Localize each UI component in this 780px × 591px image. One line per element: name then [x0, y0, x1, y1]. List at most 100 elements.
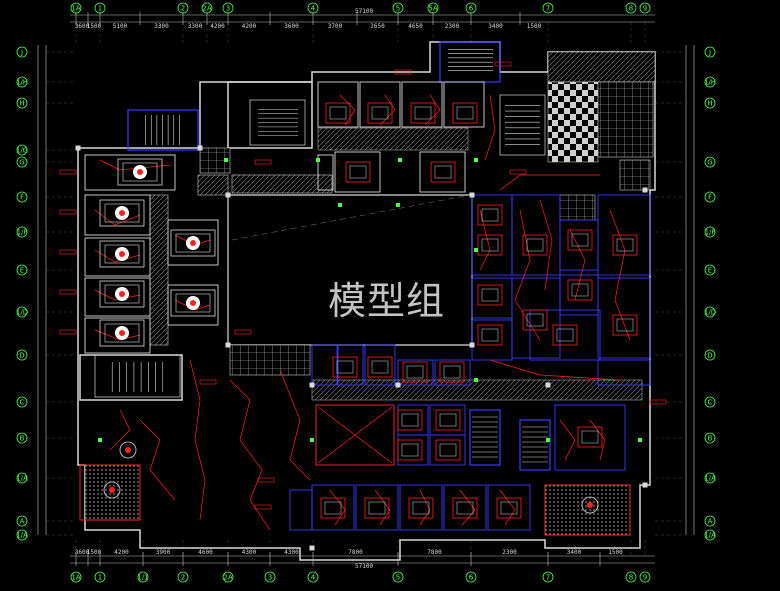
svg-text:3: 3: [226, 4, 230, 12]
wiring-run: [489, 359, 621, 381]
ceiling-light-fixture: [170, 289, 216, 317]
svg-text:8: 8: [629, 4, 633, 12]
column: [197, 145, 203, 151]
recessed-light: [567, 229, 593, 251]
axis-marker-right-3: G: [704, 156, 716, 168]
bottom-dimension-value: 3400: [567, 549, 582, 556]
recessed-light: [332, 356, 358, 378]
recessed-light: [567, 279, 593, 301]
svg-text:1: 1: [98, 4, 102, 12]
wiring-run: [329, 489, 346, 526]
lighting-circuit-wiring: [94, 94, 631, 531]
recessed-light-inner: [401, 413, 419, 427]
recessed-light-inner: [324, 501, 342, 515]
circuit-tag: [59, 249, 77, 255]
wiring-run: [317, 406, 393, 464]
wiring-run: [109, 409, 131, 451]
top-dimension-value: 4200: [210, 23, 225, 30]
axis-marker-left-8: 1/D: [16, 306, 28, 318]
wiring-run: [279, 369, 311, 481]
bottom-dimension-value: 4300: [284, 549, 299, 556]
recessed-light: [408, 497, 434, 519]
axis-marker-left-10: C: [16, 396, 28, 408]
svg-text:G: G: [707, 158, 712, 166]
recessed-light: [439, 361, 465, 383]
svg-text:6: 6: [469, 4, 474, 12]
top-dimension-lines: [70, 14, 655, 23]
svg-text:1/1: 1/1: [137, 573, 148, 581]
circuit-tag: [649, 399, 667, 405]
junction-box: [338, 203, 342, 207]
ceiling-light-fixture: [117, 158, 163, 186]
bottom-dimension-value: 4300: [242, 549, 257, 556]
svg-text:A: A: [708, 517, 713, 525]
top-dimension-value: 3300: [188, 23, 203, 30]
column: [309, 545, 315, 551]
junction-box: [396, 203, 400, 207]
recessed-light-inner: [616, 238, 634, 252]
recessed-light: [522, 234, 548, 256]
recessed-light-inner: [616, 318, 634, 332]
recessed-light-inner: [336, 360, 354, 374]
circuit-tag: [59, 289, 77, 295]
svg-text:2: 2: [181, 573, 185, 581]
wiring-run: [569, 229, 586, 301]
bottom-dimension-value: 1500: [87, 549, 102, 556]
recessed-light: [477, 204, 503, 226]
bottom-dimension-value: 2300: [502, 549, 517, 556]
axis-marker-bottom-9: 7: [542, 571, 554, 583]
bottom-dimension-value: 3600: [75, 549, 90, 556]
axis-marker-right-6: E: [704, 264, 716, 276]
svg-text:1: 1: [98, 573, 102, 581]
svg-text:1/A: 1/A: [704, 474, 716, 482]
recessed-light: [325, 102, 351, 124]
axis-marker-left-12: 1/A: [16, 472, 28, 484]
column: [395, 382, 401, 388]
svg-text:3: 3: [268, 573, 272, 581]
axis-marker-left-9: D: [16, 349, 28, 361]
svg-text:D: D: [19, 351, 24, 359]
circuit-tag: [494, 61, 512, 67]
circuit-tag: [59, 169, 77, 175]
recessed-light-inner: [456, 501, 474, 515]
column: [225, 192, 231, 198]
axis-marker-left-13: A: [16, 515, 28, 527]
recessed-light-inner: [434, 165, 452, 179]
round-light-fixture: [119, 441, 137, 459]
recessed-light: [320, 497, 346, 519]
junction-box: [474, 378, 478, 382]
svg-text:1/D: 1/D: [16, 308, 28, 316]
svg-text:J: J: [708, 48, 711, 56]
recessed-light: [477, 324, 503, 346]
wiring-run: [339, 94, 356, 126]
axis-marker-top-4: 3: [222, 2, 234, 14]
ceiling-light-fixture: [99, 319, 145, 347]
recessed-light-inner: [571, 283, 589, 297]
axis-marker-right-11: 1/A: [704, 472, 716, 484]
svg-text:1/H: 1/H: [704, 78, 716, 86]
wiring-run: [609, 209, 631, 341]
svg-text:F: F: [20, 193, 24, 201]
axis-marker-left-2: H: [16, 97, 28, 109]
recessed-light-inner: [371, 360, 389, 374]
wiring-run: [94, 289, 141, 301]
junction-box: [310, 438, 314, 442]
axis-marker-bottom-3: 2: [177, 571, 189, 583]
top-overall-dimension: 57100: [355, 8, 373, 15]
bottom-dimension-lines: [70, 555, 655, 564]
svg-text:G: G: [19, 158, 24, 166]
axis-marker-bottom-8: 6: [465, 571, 477, 583]
recessed-light: [452, 497, 478, 519]
axis-marker-bottom-2: 1/1: [137, 571, 149, 583]
axis-marker-top-5: 4: [307, 2, 319, 14]
axis-marker-right-12: A: [704, 515, 716, 527]
svg-text:1/D: 1/D: [704, 308, 716, 316]
top-dimension-value: 5100: [113, 23, 128, 30]
axis-marker-top-11: 9: [639, 2, 651, 14]
axis-marker-right-10: B: [704, 432, 716, 444]
circuit-tag: [59, 209, 77, 215]
recessed-light-inner: [481, 288, 499, 302]
svg-text:7: 7: [546, 4, 550, 12]
circuit-tag: [234, 329, 252, 335]
wiring-run: [424, 94, 441, 126]
